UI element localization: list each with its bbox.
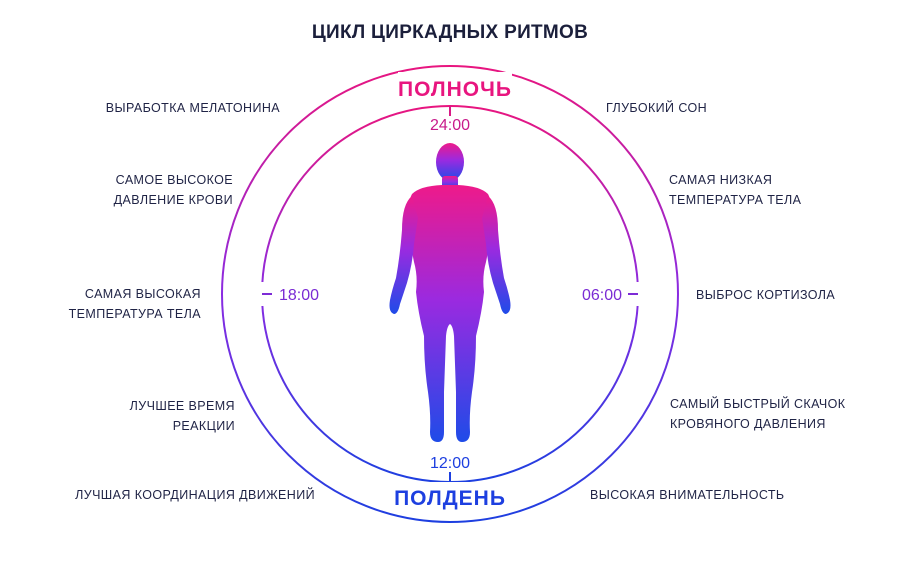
label-melatonin: ВЫРАБОТКА МЕЛАТОНИНА — [105, 101, 280, 115]
human-body-figure — [389, 143, 511, 442]
time-bottom-bg — [424, 452, 476, 474]
time-left: 18:00 — [279, 287, 319, 304]
time-bottom: 12:00 — [430, 455, 470, 472]
outer-ring — [221, 65, 679, 523]
label-blood-pressure-spike: САМЫЙ БЫСТРЫЙ СКАЧОК КРОВЯНОГО ДАВЛЕНИЯ — [670, 397, 846, 431]
label-lowest-body-temperature: САМАЯ НИЗКАЯ ТЕМПЕРАТУРА ТЕЛА — [669, 173, 802, 207]
midnight-label: ПОЛНОЧЬ — [398, 78, 512, 101]
body-right-arm — [482, 196, 511, 314]
label-best-coordination: ЛУЧШАЯ КООРДИНАЦИЯ ДВИЖЕНИЙ — [75, 488, 315, 502]
label-deep-sleep: ГЛУБОКИЙ СОН — [606, 101, 708, 115]
time-right: 06:00 — [582, 287, 622, 304]
label-best-reaction-time: ЛУЧШЕЕ ВРЕМЯ РЕАКЦИИ — [129, 399, 235, 433]
label-highest-body-temperature: САМАЯ ВЫСОКАЯ ТЕМПЕРАТУРА ТЕЛА — [68, 287, 201, 321]
label-high-alertness: ВЫСОКАЯ ВНИМАТЕЛЬНОСТЬ — [590, 488, 785, 502]
time-top-bg — [424, 112, 476, 134]
body-torso-legs — [407, 185, 493, 442]
label-cortisol-release: ВЫБРОС КОРТИЗОЛА — [696, 288, 836, 302]
time-top: 24:00 — [430, 117, 470, 134]
body-head — [436, 143, 464, 181]
label-highest-blood-pressure: САМОЕ ВЫСОКОЕ ДАВЛЕНИЕ КРОВИ — [113, 173, 233, 207]
midnight-label-bg — [398, 72, 512, 102]
page-title: ЦИКЛ ЦИРКАДНЫХ РИТМОВ — [311, 22, 589, 43]
noon-label: ПОЛДЕНЬ — [394, 487, 506, 510]
noon-label-bg — [398, 482, 502, 512]
body-left-arm — [389, 196, 418, 314]
